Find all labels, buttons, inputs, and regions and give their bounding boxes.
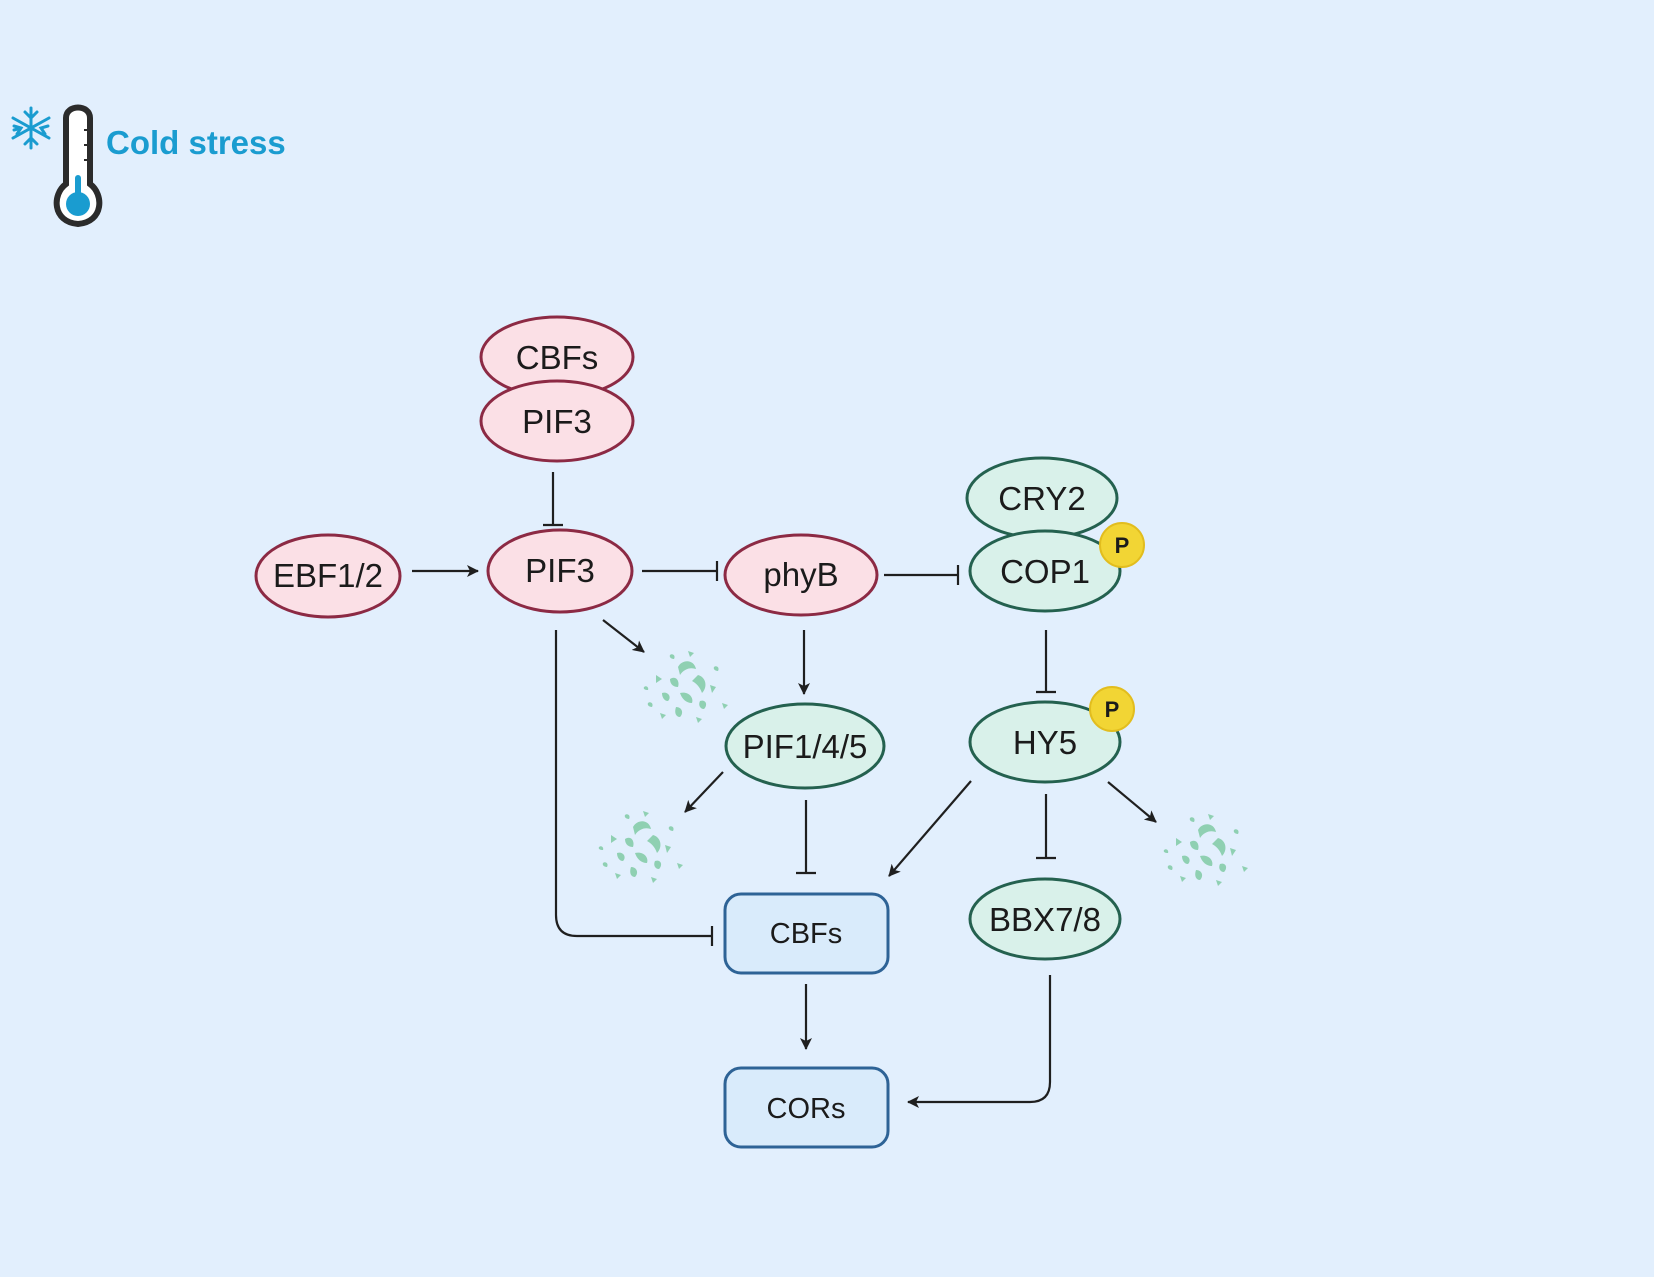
edge-pif145-degradation: [684, 771, 724, 813]
node-pif3: PIF3: [486, 528, 634, 614]
node-hy5: HY5: [968, 700, 1122, 784]
edge-hy5-activates-cbfs: [888, 780, 972, 877]
node-label: CORs: [767, 1093, 846, 1125]
edges: [412, 472, 1157, 1108]
node-label: PIF1/4/5: [743, 728, 868, 765]
node-label: HY5: [1013, 724, 1077, 761]
node-cbfs-box: CBFs: [723, 892, 890, 975]
thermometer-snowflake-icon: [11, 104, 103, 228]
node-cry2: CRY2: [965, 456, 1119, 540]
header: Cold stress: [11, 104, 286, 228]
node-label: CBFs: [516, 339, 599, 376]
node-label: CRY2: [998, 480, 1085, 517]
degradation-fragments-hy5: [1163, 814, 1248, 886]
phospho-label: P: [1105, 697, 1120, 722]
edge-hy5-degradation: [1107, 781, 1157, 823]
node-label: CBFs: [770, 918, 843, 950]
node-label: phyB: [763, 556, 838, 593]
header-title: Cold stress: [106, 124, 286, 161]
node-pif3-complex: PIF3: [479, 379, 635, 463]
degradation-fragments-pif145: [598, 811, 683, 883]
phospho-label: P: [1115, 533, 1130, 558]
node-cbfs-complex: CBFs: [479, 315, 635, 399]
node-label: EBF1/2: [273, 557, 383, 594]
edge-pif3-inhibits-cbfs: [554, 630, 712, 938]
node-pif145: PIF1/4/5: [724, 702, 886, 790]
node-cop1: COP1: [968, 529, 1122, 613]
node-label: PIF3: [522, 403, 592, 440]
edge-bbx78-activates-cors: [907, 975, 1052, 1108]
phospho-badge-cop1: P: [1099, 522, 1145, 568]
node-label: COP1: [1000, 553, 1090, 590]
degradation-fragments: [598, 651, 1248, 886]
phospho-badge-hy5: P: [1089, 686, 1135, 732]
node-phyb: phyB: [723, 533, 879, 617]
edge-pif3-degradation: [602, 619, 645, 653]
node-ebf12: EBF1/2: [254, 533, 402, 619]
node-cors-box: CORs: [723, 1066, 890, 1149]
node-label: PIF3: [525, 552, 595, 589]
node-label: BBX7/8: [989, 901, 1101, 938]
node-bbx78: BBX7/8: [968, 877, 1122, 961]
degradation-fragments-pif3: [643, 651, 728, 723]
